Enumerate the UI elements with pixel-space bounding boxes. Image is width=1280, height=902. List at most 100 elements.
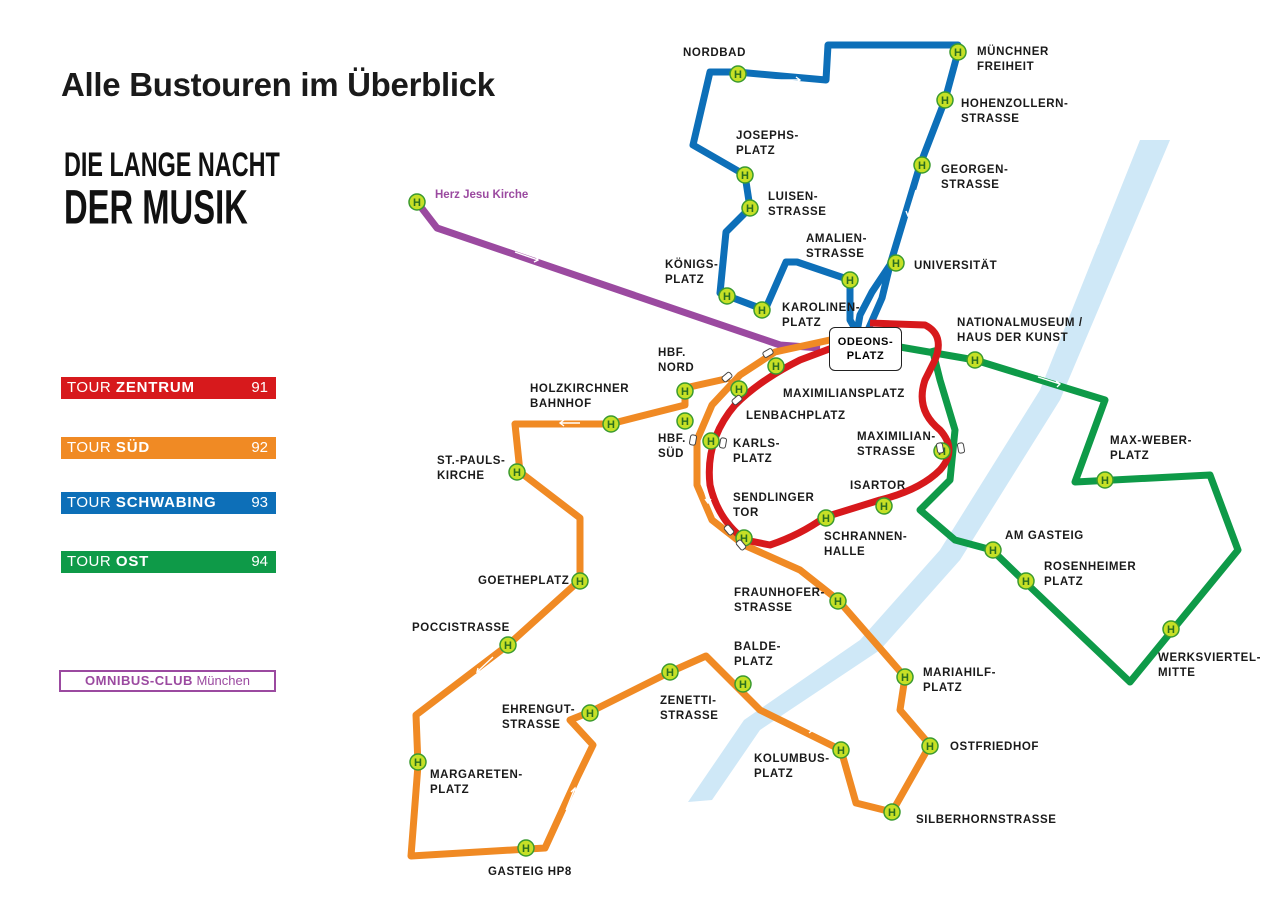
stop-icon: H xyxy=(734,675,752,693)
svg-text:H: H xyxy=(666,667,674,679)
stop-label-st-pauls: ST.-PAULS- KIRCHE xyxy=(437,455,506,482)
stop-label-werksviertel: WERKSVIERTEL- MITTE xyxy=(1158,652,1261,679)
event-logo-line-2: DER MUSIK xyxy=(64,180,248,235)
svg-text:H: H xyxy=(741,170,749,182)
stop-label-georgenstrasse: GEORGEN- STRASSE xyxy=(941,164,1009,191)
legend-tour-prefix: TOUR xyxy=(67,553,116,570)
stop-icon: H xyxy=(767,357,785,375)
stop-icon: H xyxy=(736,166,754,184)
stop-label-maximilianstrasse: MAXIMILIAN- STRASSE xyxy=(857,431,936,458)
legend-tour-schwabing: TOUR SCHWABING 93 xyxy=(61,492,276,514)
legend-tour-number: 94 xyxy=(251,553,268,570)
operator-badge: OMNIBUS-CLUB München xyxy=(59,670,276,692)
route-schwabing xyxy=(689,41,962,334)
legend-tour-name: SCHWABING xyxy=(115,494,217,511)
stop-label-kolumbus: KOLUMBUS- PLATZ xyxy=(754,753,830,780)
stop-label-isartor: ISARTOR xyxy=(850,480,906,492)
svg-text:H: H xyxy=(414,757,422,769)
stop-icon: H xyxy=(832,741,850,759)
svg-text:H: H xyxy=(971,355,979,367)
stop-label-nordbad: NORDBAD xyxy=(683,47,746,59)
svg-text:H: H xyxy=(846,275,854,287)
stop-icon: H xyxy=(676,412,694,430)
stop-label-josephsplatz: JOSEPHS- PLATZ xyxy=(736,130,799,157)
svg-text:H: H xyxy=(586,708,594,720)
stop-icon: H xyxy=(875,497,893,515)
stop-label-karlsplatz: KARLS- PLATZ xyxy=(733,438,781,465)
stop-icon: H xyxy=(841,271,859,289)
stop-label-hbf-nord: HBF. NORD xyxy=(658,347,695,374)
stop-icon: H xyxy=(508,463,526,481)
legend-tour-sued: TOUR SÜD 92 xyxy=(61,437,276,459)
svg-text:H: H xyxy=(739,679,747,691)
stop-label-herz-jesu: Herz Jesu Kirche xyxy=(435,189,529,201)
svg-text:H: H xyxy=(504,640,512,652)
svg-text:H: H xyxy=(892,258,900,270)
stop-label-gasteig-hp8: GASTEIG HP8 xyxy=(488,866,572,878)
svg-text:H: H xyxy=(880,501,888,513)
stop-label-koenigsplatz: KÖNIGS- PLATZ xyxy=(665,259,719,286)
stop-label-sendlinger-tor: SENDLINGER TOR xyxy=(733,492,815,519)
svg-text:H: H xyxy=(1101,475,1109,487)
stop-icon: H xyxy=(883,803,901,821)
stop-label-max-weber: MAX-WEBER- PLATZ xyxy=(1110,435,1193,462)
stop-label-poccistrasse: POCCISTRASSE xyxy=(412,622,510,634)
stop-label-fraunhofer: FRAUNHOFER- STRASSE xyxy=(734,587,825,614)
svg-text:H: H xyxy=(576,576,584,588)
stop-icon: H xyxy=(887,254,905,272)
legend-tour-zentrum: TOUR ZENTRUM 91 xyxy=(61,377,276,399)
legend-tour-ost: TOUR OST 94 xyxy=(61,551,276,573)
operator-name: OMNIBUS-CLUB xyxy=(85,673,193,688)
stop-label-universitaet: UNIVERSITÄT xyxy=(914,260,998,272)
svg-text:H: H xyxy=(918,160,926,172)
stop-icon: H xyxy=(517,839,535,857)
stop-icon: H xyxy=(581,704,599,722)
stop-icon: H xyxy=(661,663,679,681)
stop-label-silberhorn: SILBERHORNSTRASSE xyxy=(916,814,1057,826)
stop-icon: H xyxy=(936,91,954,109)
stop-icon: H xyxy=(729,65,747,83)
svg-text:H: H xyxy=(1022,576,1030,588)
svg-text:H: H xyxy=(1167,624,1175,636)
stop-icon: H xyxy=(896,668,914,686)
stop-icon: H xyxy=(1162,620,1180,638)
svg-text:H: H xyxy=(513,467,521,479)
stop-icon: H xyxy=(984,541,1002,559)
svg-text:H: H xyxy=(758,305,766,317)
stop-markers: H H H H H H H H H H H H H H H H H H H H … xyxy=(408,43,1180,857)
svg-text:H: H xyxy=(772,361,780,373)
svg-text:H: H xyxy=(837,745,845,757)
svg-text:H: H xyxy=(413,197,421,209)
stop-icon: H xyxy=(817,509,835,527)
stop-label-margareten: MARGARETEN- PLATZ xyxy=(430,769,523,796)
stop-label-amalienstrasse: AMALIEN- STRASSE xyxy=(806,233,868,260)
stop-label-hohenzollern: HOHENZOLLERN- STRASSE xyxy=(961,98,1069,125)
svg-text:H: H xyxy=(681,386,689,398)
legend-tour-prefix: TOUR xyxy=(67,439,116,456)
svg-text:H: H xyxy=(822,513,830,525)
svg-text:H: H xyxy=(740,533,748,545)
direction-arrows xyxy=(476,76,1078,811)
route-sued xyxy=(407,336,934,860)
svg-text:H: H xyxy=(681,416,689,428)
svg-text:H: H xyxy=(989,545,997,557)
route-schwabing-branch xyxy=(864,264,894,332)
stop-label-hbf-sued: HBF. SÜD xyxy=(658,433,686,460)
legend-tour-name: SÜD xyxy=(115,439,150,456)
stop-label-lenbachplatz: LENBACHPLATZ xyxy=(746,410,846,422)
svg-text:H: H xyxy=(735,384,743,396)
stop-label-schrannenhalle: SCHRANNEN- HALLE xyxy=(824,531,908,558)
route-ost xyxy=(899,343,1242,686)
isar-river xyxy=(688,140,1170,802)
stop-icon: H xyxy=(913,156,931,174)
svg-text:H: H xyxy=(926,741,934,753)
stop-icon: H xyxy=(409,753,427,771)
stop-label-ostfriedhof: OSTFRIEDHOF xyxy=(950,741,1040,753)
stop-icon: H xyxy=(676,382,694,400)
page-title: Alle Bustouren im Überblick xyxy=(61,66,495,103)
legend-tour-number: 93 xyxy=(251,494,268,511)
stop-label-karolinenplatz: KAROLINEN- PLATZ xyxy=(782,302,861,329)
stop-label-rosenheimer: ROSENHEIMER PLATZ xyxy=(1044,561,1137,588)
stop-icon: H xyxy=(966,351,984,369)
